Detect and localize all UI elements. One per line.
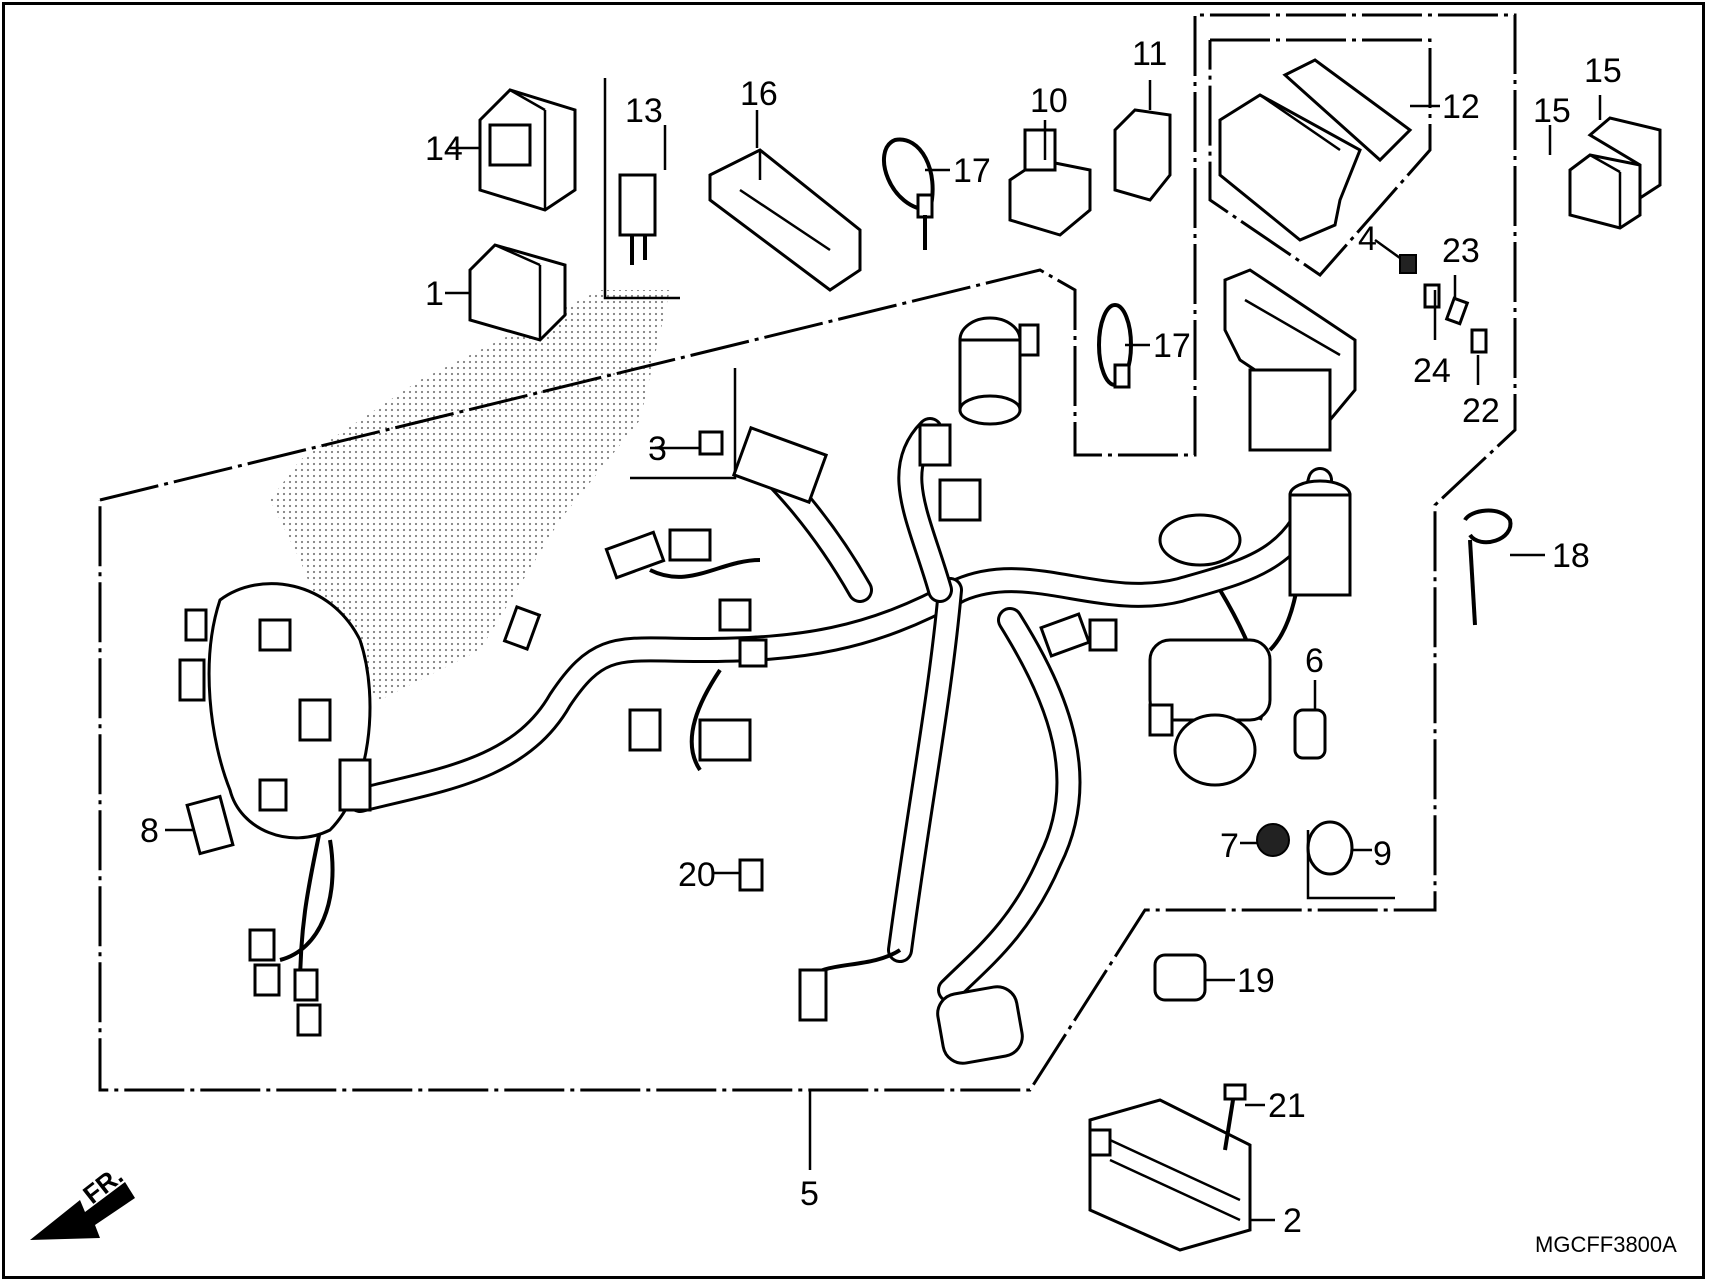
right-connector-cluster: [1088, 268, 1357, 787]
callout-6: 6: [1305, 642, 1324, 680]
part-3-bracket: [630, 368, 737, 480]
callout-21: 21: [1268, 1087, 1306, 1125]
callout-17-upper: 17: [953, 152, 991, 190]
part-8-holder: [185, 794, 235, 856]
part-15-relays: [1568, 116, 1662, 230]
callout-20: 20: [678, 856, 716, 894]
part-3-grommet: [698, 430, 724, 456]
part-6-cap: [1293, 708, 1327, 760]
part-7-grommet: [1256, 823, 1290, 857]
part-19-clamp: [1153, 953, 1207, 1002]
callout-18: 18: [1552, 537, 1590, 575]
part-12-covers: [1218, 58, 1413, 242]
callout-3: 3: [648, 430, 667, 468]
part-18-band: [1463, 508, 1513, 626]
leader-lines: [165, 80, 1602, 1222]
part-14-relay: [478, 88, 577, 212]
part-2-regulator: [1088, 1098, 1252, 1252]
callout-4: 4: [1358, 220, 1377, 258]
callout-19: 19: [1237, 962, 1275, 1000]
callout-1: 1: [425, 275, 444, 313]
callout-15-right: 15: [1584, 52, 1622, 90]
callout-16: 16: [740, 75, 778, 113]
part-1-socket: [468, 243, 567, 342]
callout-15-left: 15: [1533, 92, 1571, 130]
left-connector-cluster: [178, 582, 372, 1037]
callout-17-lower: 17: [1153, 327, 1191, 365]
part-17-upper-band: [882, 137, 935, 250]
callout-7: 7: [1220, 827, 1239, 865]
part-21-bolt: [1223, 1083, 1247, 1151]
part-12-outline: [1208, 38, 1432, 277]
part-13-fuse: [618, 173, 657, 265]
callout-5: 5: [800, 1175, 819, 1213]
callout-22: 22: [1462, 392, 1500, 430]
callout-23: 23: [1442, 232, 1480, 270]
part-11-connector: [1113, 108, 1172, 202]
callout-11: 11: [1132, 35, 1167, 73]
front-arrow-icon: [30, 1182, 135, 1240]
upper-center-connector: [918, 316, 1040, 522]
part-13-bracket: [603, 78, 680, 300]
callout-24: 24: [1413, 352, 1451, 390]
part-10-connector: [1008, 128, 1092, 237]
callout-8: 8: [140, 812, 159, 850]
shaded-projection: [270, 290, 670, 700]
callout-14: 14: [425, 130, 463, 168]
diagram-code: MGCFF3800A: [1535, 1232, 1677, 1257]
main-wire-harness: [279, 417, 1333, 1003]
part-16-cover: [708, 148, 862, 292]
callout-13: 13: [625, 92, 663, 130]
callout-12: 12: [1442, 88, 1480, 126]
callout-2: 2: [1283, 1202, 1302, 1240]
part-20-bolt: [738, 858, 764, 892]
small-fuse-parts: [1399, 254, 1488, 354]
part-9-clip: [1306, 820, 1354, 876]
callout-10: 10: [1030, 82, 1068, 120]
lower-connectors: [798, 612, 1091, 1065]
callout-9: 9: [1373, 835, 1392, 873]
center-connector-cluster: [502, 425, 829, 762]
harness-group-outline: [98, 13, 1517, 1092]
